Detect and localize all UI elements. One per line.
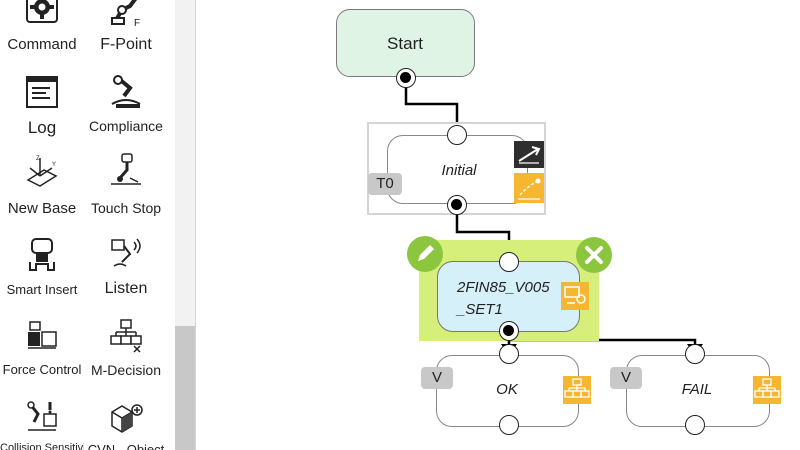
palette-item-label: Log <box>27 118 57 137</box>
initial-node-body <box>387 135 528 204</box>
palette-item-label: Force Control <box>2 362 82 377</box>
svg-text:Y: Y <box>52 162 56 168</box>
palette-item-cvn-object[interactable]: CVN - Object <box>84 396 168 450</box>
decision-badge-icon <box>563 376 591 404</box>
palette-item-label: Compliance <box>89 118 163 134</box>
start-label: Start <box>387 34 423 53</box>
selected-input-port[interactable] <box>499 252 519 272</box>
scrollbar-thumb[interactable] <box>175 326 195 450</box>
edit-node-button[interactable] <box>407 236 443 272</box>
initial-tag: T0 <box>368 173 402 195</box>
palette-item-smart-insert[interactable]: Smart Insert <box>0 232 84 298</box>
palette-item-compliance[interactable]: Compliance <box>84 72 168 136</box>
teach-point-badge-icon <box>514 173 544 203</box>
palette-item-label: Listen <box>104 280 148 297</box>
new-base-axes-icon: Z Y <box>26 156 58 187</box>
branch-label-ok: OK <box>496 381 518 398</box>
palette-item-label: Smart Insert <box>6 282 78 297</box>
fail-output-port[interactable] <box>685 415 705 435</box>
palette-item-label: Touch Stop <box>90 200 162 216</box>
decision-badge-icon <box>753 376 781 404</box>
initial-output-port[interactable] <box>447 195 467 215</box>
wire-start-to-initial <box>404 78 459 126</box>
command-palette: Command F F-Point Log Compliance <box>0 0 175 450</box>
palette-item-label: New Base <box>7 200 77 217</box>
collision-icon <box>27 401 57 431</box>
selected-label-line2: _SET1 <box>457 301 503 318</box>
start-node[interactable]: Start <box>336 9 475 77</box>
f-point-robot-icon: F <box>111 0 140 28</box>
log-document-icon <box>26 76 58 108</box>
palette-item-listen[interactable]: Listen <box>84 232 168 298</box>
palette-item-command[interactable]: Command <box>0 0 84 58</box>
palette-item-force-control[interactable]: Force Control <box>0 314 84 380</box>
svg-text:F: F <box>134 18 140 28</box>
gear-icon <box>26 0 58 23</box>
palette-item-label: M-Decision <box>90 362 161 378</box>
move-badge-icon <box>514 141 544 168</box>
listen-signal-icon <box>111 238 141 267</box>
m-decision-tree-icon <box>110 319 142 353</box>
smart-insert-gripper-icon <box>29 238 55 271</box>
ok-input-port[interactable] <box>499 344 519 364</box>
palette-item-new-base[interactable]: Z Y New Base <box>0 150 84 217</box>
ok-output-port[interactable] <box>499 415 519 435</box>
start-output-port[interactable] <box>396 68 416 88</box>
fail-input-port[interactable] <box>685 344 705 364</box>
palette-item-label: Collision Sensitivity <box>0 442 84 450</box>
svg-text:Z: Z <box>36 156 40 162</box>
force-control-icon <box>28 321 57 349</box>
pencil-icon <box>418 245 434 261</box>
selected-label-line1: 2FIN85_V005 <box>457 279 550 296</box>
palette-item-label: CVN - Object <box>87 442 165 450</box>
touch-stop-robot-icon <box>111 153 141 185</box>
palette-item-label: Command <box>7 36 77 53</box>
flow-canvas[interactable]: Start T0 Initial 2FIN85_V005 _SET1 <box>196 0 800 450</box>
compliance-robot-icon <box>111 75 141 108</box>
palette-item-m-decision[interactable]: M-Decision <box>84 314 168 380</box>
branch-label-fail: FAIL <box>681 381 713 398</box>
delete-node-button[interactable] <box>576 237 612 273</box>
selected-output-port[interactable] <box>499 321 519 341</box>
palette-item-label: F-Point <box>100 36 152 53</box>
palette-item-log[interactable]: Log <box>0 72 84 137</box>
branch-tag-fail: V <box>610 367 642 389</box>
cube-add-icon <box>111 404 143 433</box>
palette-scrollbar[interactable] <box>175 0 196 450</box>
gripper-badge-icon <box>561 282 589 310</box>
branch-tag-ok: V <box>421 367 453 389</box>
close-icon <box>585 246 603 264</box>
palette-item-touch-stop[interactable]: Touch Stop <box>84 150 168 216</box>
palette-item-collision-sensitivity[interactable]: Collision Sensitivity <box>0 396 84 450</box>
initial-label: Initial <box>441 162 477 179</box>
initial-input-port[interactable] <box>447 125 467 145</box>
palette-item-f-point[interactable]: F F-Point <box>84 0 168 58</box>
